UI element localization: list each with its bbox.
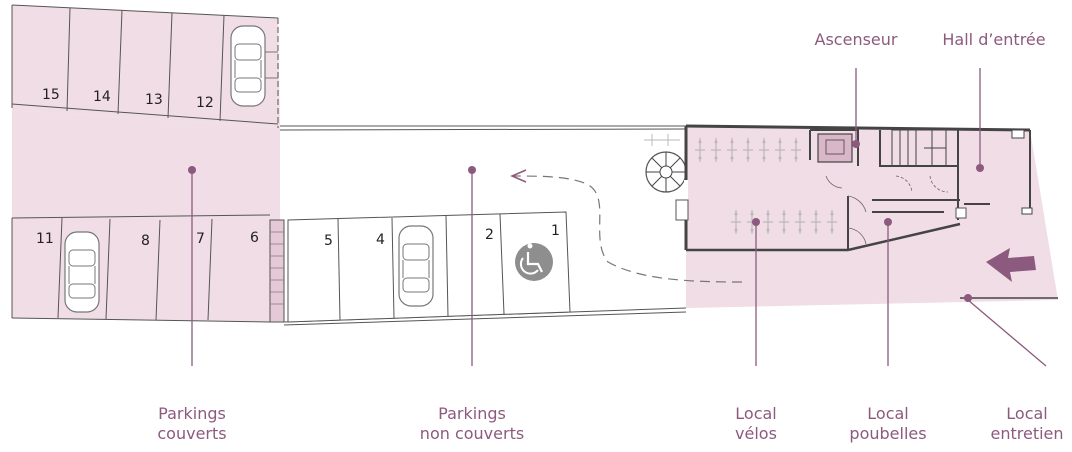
label-parkings-couverts: Parkings couverts — [157, 404, 227, 443]
top-parking-row — [11, 4, 279, 128]
covered-parking-zone — [12, 5, 280, 128]
label-local-entretien: Local entretien — [990, 404, 1064, 443]
spot-number: 6 — [250, 230, 259, 246]
spot-number: 15 — [42, 87, 60, 103]
building-walls — [675, 124, 1031, 252]
stairs-icon — [891, 129, 947, 167]
spot-number: 11 — [36, 231, 54, 247]
entrance-arrow-icon — [986, 248, 1036, 282]
spot-number: 8 — [141, 233, 150, 249]
callout-dots — [188, 140, 984, 302]
driving-path — [513, 175, 743, 283]
label-ascenseur: Ascenseur — [814, 30, 898, 49]
spot-number: 2 — [485, 227, 494, 243]
elevator-icon — [817, 133, 853, 163]
label-local-velos: Local vélos — [735, 404, 777, 443]
spot-number: 13 — [145, 92, 163, 108]
spot-number: 4 — [376, 232, 385, 248]
building-zone — [686, 126, 1058, 308]
entrance-arrow-icon — [510, 169, 527, 183]
brick-wall — [269, 219, 285, 323]
car-icon — [230, 25, 266, 107]
wheelchair-icon — [515, 243, 553, 281]
spot-number: 14 — [93, 89, 111, 105]
spot-number: 7 — [196, 231, 205, 247]
callout-lines — [191, 68, 1047, 367]
label-local-poubelles: Local poubelles — [849, 404, 927, 443]
spot-number: 1 — [551, 223, 560, 239]
label-parkings-non-couverts: Parkings non couverts — [419, 404, 525, 443]
spot-number: 5 — [324, 233, 333, 249]
label-hall: Hall d’entrée — [942, 30, 1046, 49]
car-icon — [64, 231, 100, 313]
spiral-stair-icon — [645, 151, 687, 193]
car-icon — [398, 225, 434, 307]
bottom-covered-parking-row — [11, 214, 271, 323]
spot-number: 12 — [196, 95, 214, 111]
